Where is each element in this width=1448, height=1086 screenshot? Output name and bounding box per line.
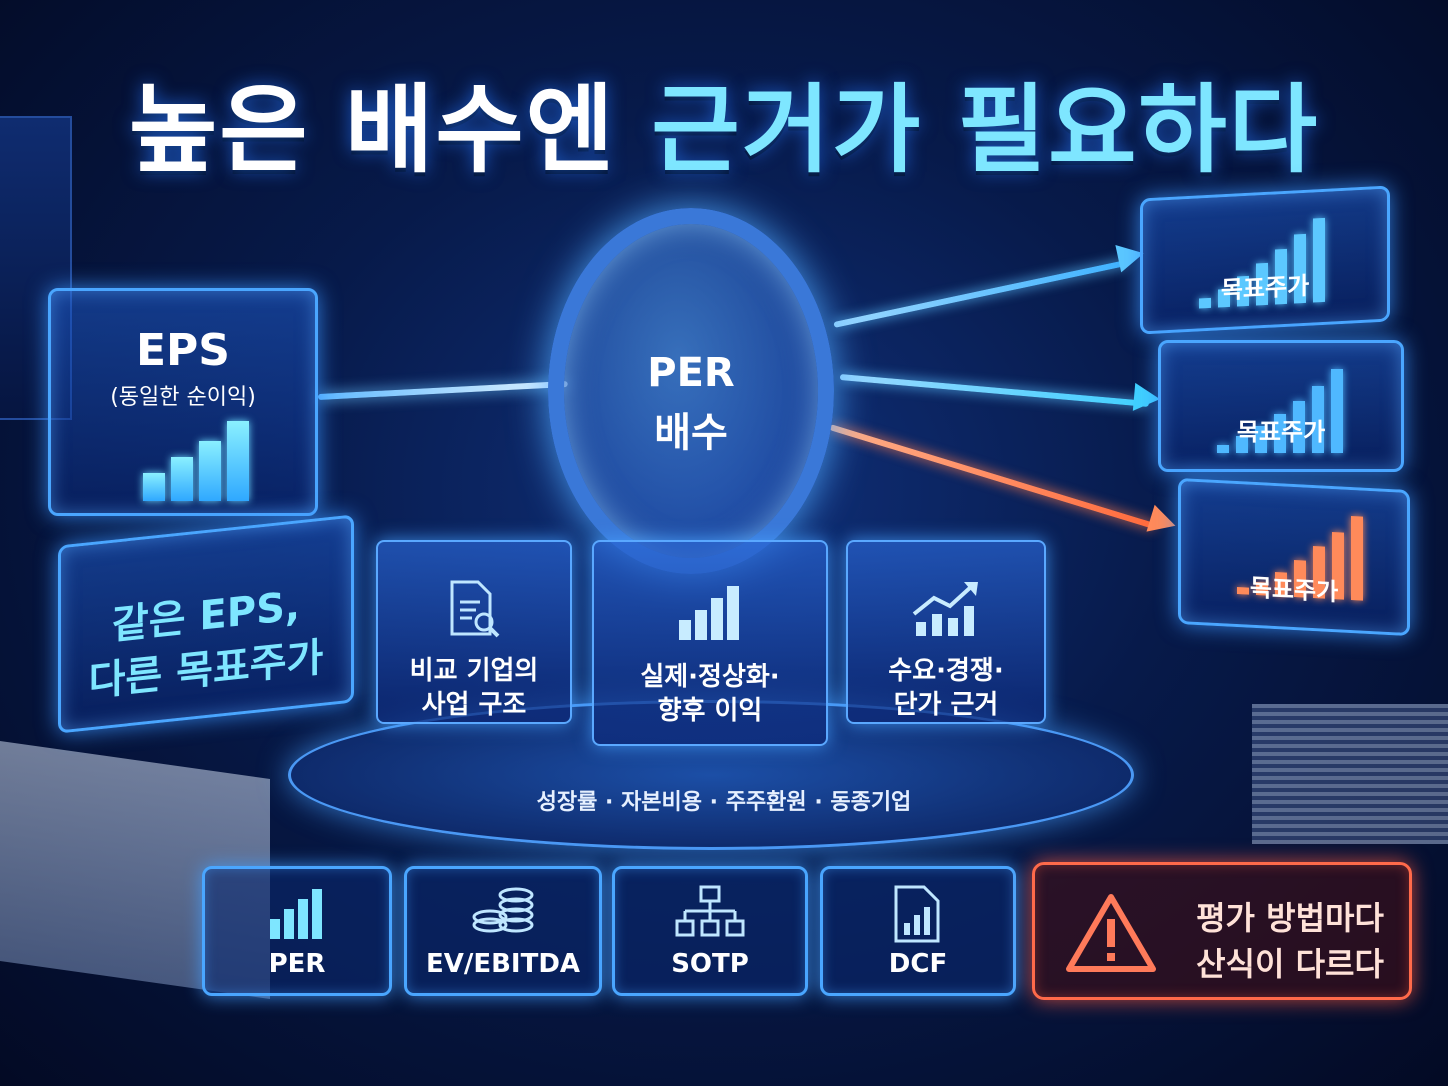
eps-title: EPS: [136, 325, 230, 376]
arrowhead-2: [1132, 382, 1162, 414]
method-sotp: SOTP: [612, 866, 808, 996]
arrowhead-3: [1146, 504, 1180, 540]
target-price-panel-3: 목표주가: [1178, 477, 1410, 637]
target-bar: [1255, 426, 1267, 453]
trend-up-icon: [912, 582, 978, 636]
paper-stack: [1252, 704, 1448, 844]
method-label-per: PER: [268, 949, 326, 979]
hierarchy-icon: [675, 885, 745, 937]
method-ev-ebitda: EV/EBITDA: [404, 866, 602, 996]
target-bar: [1312, 386, 1324, 453]
target-price-panel-2: 목표주가: [1158, 340, 1404, 472]
warning-icon: [1066, 894, 1156, 972]
pillar-1-line-1: 비교 기업의: [409, 656, 539, 686]
eps-bar: [227, 421, 249, 501]
target-bar: [1293, 401, 1305, 453]
target-price-panel-1: 목표주가: [1140, 185, 1390, 335]
pillar-1-line-2: 사업 구조: [421, 690, 527, 720]
pillar-comparable-business: 비교 기업의 사업 구조: [376, 540, 572, 724]
method-label-dcf: DCF: [888, 949, 948, 979]
lens-line-2: 배수: [654, 410, 728, 456]
input-beam: [317, 380, 568, 400]
pillar-2-line-1: 실제·정상화·: [640, 662, 780, 692]
eps-panel: EPS (동일한 순이익): [48, 288, 318, 516]
page-title: 높은 배수엔 근거가 필요하다: [0, 52, 1448, 191]
pillar-2-line-2: 향후 이익: [657, 696, 763, 726]
warning-line-2: 산식이 다르다: [1196, 945, 1384, 983]
document-chart-icon: [894, 885, 940, 943]
pillar-demand-competition: 수요·경쟁· 단가 근거: [846, 540, 1046, 724]
eps-bar: [143, 473, 165, 501]
output-beam-2: [839, 374, 1150, 408]
eps-bar-chart-icon: [143, 421, 263, 501]
target-bar: [1274, 414, 1286, 453]
method-dcf: DCF: [820, 866, 1016, 996]
target-bar: [1331, 369, 1343, 453]
coin-stack-icon: [472, 887, 534, 933]
document-search-icon: [450, 580, 500, 638]
warning-panel: 평가 방법마다 산식이 다르다: [1032, 862, 1412, 1000]
eps-bar: [171, 457, 193, 501]
target-bar: [1236, 436, 1248, 453]
warning-line-1: 평가 방법마다: [1196, 899, 1384, 937]
target-price-label-3: 목표주가: [1249, 573, 1339, 607]
bar-chart-icon: [679, 586, 739, 640]
title-part-1: 높은 배수엔: [128, 74, 616, 186]
pillar-earnings: 실제·정상화· 향후 이익: [592, 540, 828, 746]
method-label-sotp: SOTP: [671, 949, 749, 979]
target-bar: [1217, 445, 1229, 453]
per-lens: PER 배수: [548, 208, 834, 574]
title-part-2: 근거가 필요하다: [651, 74, 1320, 186]
target-bars-2: [1217, 369, 1353, 453]
eps-bar: [199, 441, 221, 501]
target-price-label-1: 목표주가: [1220, 271, 1310, 305]
bar-chart-icon: [270, 889, 322, 939]
lens-line-1: PER: [647, 350, 735, 396]
pillar-3-line-1: 수요·경쟁·: [888, 656, 1004, 686]
pillar-3-line-2: 단가 근거: [893, 690, 999, 720]
output-beam-1: [833, 259, 1129, 328]
valuation-factors: 성장률 · 자본비용 · 주주환원 · 동종기업: [536, 790, 912, 815]
target-price-label-2: 목표주가: [1236, 418, 1326, 446]
eps-subtitle: (동일한 순이익): [110, 385, 256, 410]
method-label-ev-ebitda: EV/EBITDA: [425, 949, 581, 979]
same-eps-panel: 같은 EPS, 다른 목표주가: [58, 514, 354, 734]
output-beam-3: [829, 424, 1157, 530]
method-per: PER: [202, 866, 392, 996]
